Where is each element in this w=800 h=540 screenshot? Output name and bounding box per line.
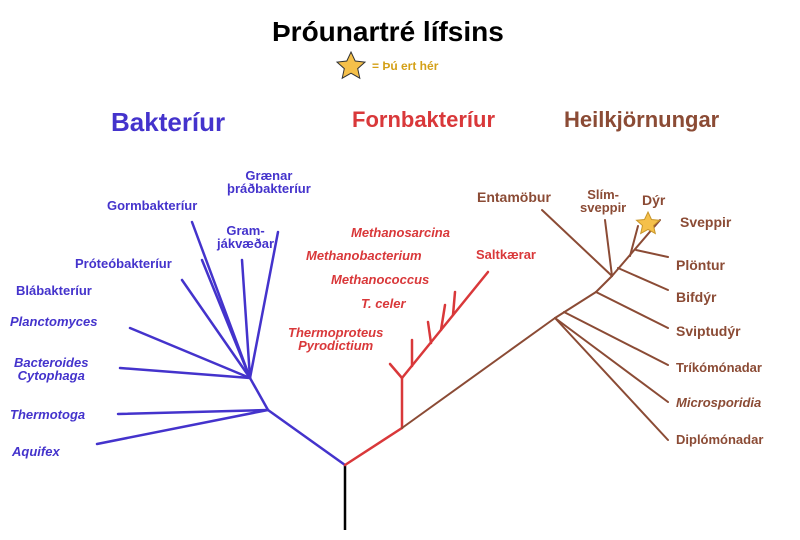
label-methanosarcina: Methanosarcina	[351, 225, 450, 240]
label-plants: Plöntur	[676, 257, 725, 273]
label-proteobacteria: Próteóbakteríur	[75, 256, 172, 271]
domain-archaea: Fornbakteríur	[352, 107, 496, 132]
label-bacteroides-cytophaga: Bacteroides Cytophaga	[14, 355, 89, 383]
you-are-here-star-icon	[635, 210, 661, 235]
label-spirochetes: Gormbakteríur	[107, 198, 198, 213]
label-planctomyces: Planctomyces	[10, 314, 98, 329]
archaea-branches	[343, 270, 490, 467]
label-thermotoga: Thermotoga	[10, 407, 86, 422]
label-flagellates: Sviptudýr	[676, 323, 741, 339]
legend-star-icon	[335, 50, 367, 80]
domain-eukaryota: Heilkjörnungar	[564, 107, 720, 132]
label-fungi: Sveppir	[680, 214, 732, 230]
label-thermoproteus-pyrodictium: Thermoproteus Pyrodictium	[288, 325, 384, 353]
label-green-filamentous-bacteria: Grænar þráðbakteríur	[227, 168, 311, 196]
domain-bacteria: Bakteríur	[111, 107, 226, 137]
label-cyanobacteria: Blábakteríur	[16, 283, 92, 298]
label-methanococcus: Methanococcus	[331, 272, 430, 287]
label-methanobacterium: Methanobacterium	[306, 248, 422, 263]
eukaryota-branches	[401, 209, 669, 441]
label-gram-positive: Gram- jákvæðar	[217, 223, 275, 251]
label-microsporidia: Microsporidia	[676, 395, 762, 410]
legend-text: = Þú ert hér	[372, 59, 439, 73]
label-t-celer: T. celer	[361, 296, 406, 311]
label-ciliates: Bifdýr	[676, 289, 717, 305]
bacteria-branches	[95, 220, 347, 467]
label-diplomonads: Diplómónadar	[676, 432, 764, 447]
label-slime-molds: Slím- sveppir	[580, 187, 627, 215]
label-halophiles: Saltkærar	[476, 247, 536, 262]
diagram-title: Þróunartré lífsins	[272, 16, 504, 47]
label-entamoebae: Entamöbur	[477, 189, 551, 205]
label-aquifex: Aquifex	[12, 444, 60, 459]
label-trichomonads: Tríkómónadar	[676, 360, 762, 375]
label-animals: Dýr	[642, 192, 666, 208]
